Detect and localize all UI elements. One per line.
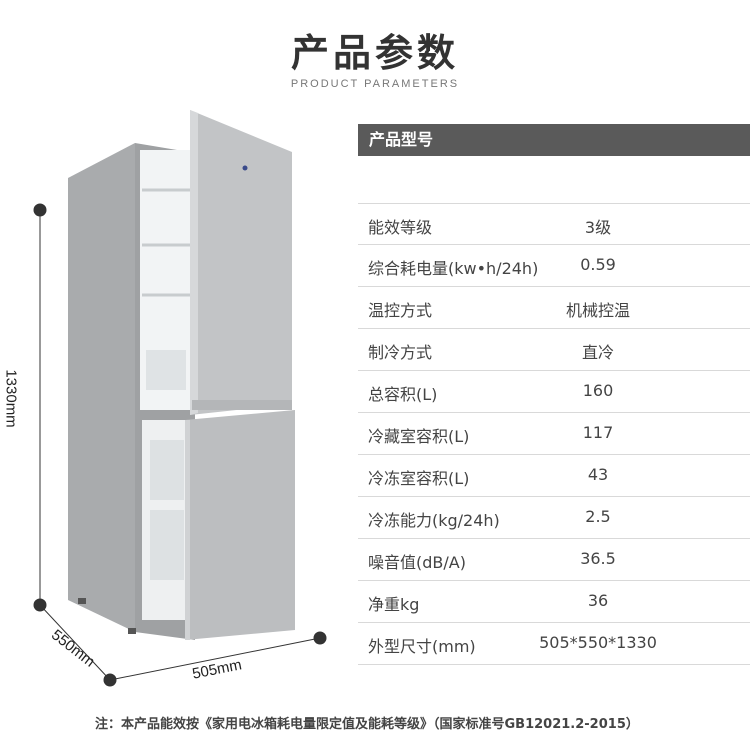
spec-value: 36.5 bbox=[580, 549, 616, 568]
spec-table-header: 产品型号 bbox=[358, 124, 750, 156]
spec-label: 能效等级 bbox=[368, 218, 433, 237]
spec-value: 机械控温 bbox=[565, 301, 630, 320]
spec-value: 505*550*1330 bbox=[539, 633, 657, 652]
spec-label: 冷冻室容积(L) bbox=[368, 469, 470, 488]
spec-label: 外型尺寸(mm) bbox=[368, 637, 476, 656]
table-row: 综合耗电量(kw•h/24h) 0.59 bbox=[358, 245, 750, 287]
table-row: 冷冻能力(kg/24h) 2.5 bbox=[358, 497, 750, 539]
spec-label: 制冷方式 bbox=[368, 343, 433, 362]
spec-value: 3级 bbox=[584, 218, 612, 237]
spec-table: 能效等级 3级 综合耗电量(kw•h/24h) 0.59 温控方式 机械控温 制… bbox=[358, 203, 750, 665]
spec-value: 直冷 bbox=[581, 343, 614, 362]
spec-value: 160 bbox=[582, 381, 614, 400]
spec-label: 温控方式 bbox=[368, 301, 433, 320]
spec-value: 2.5 bbox=[585, 507, 611, 526]
page-title: 产品参数 bbox=[290, 31, 459, 75]
table-row: 能效等级 3级 bbox=[358, 203, 750, 245]
fridge-illustration bbox=[33, 110, 327, 687]
spec-label: 净重kg bbox=[368, 595, 420, 614]
spec-label: 冷冻能力(kg/24h) bbox=[368, 511, 500, 530]
table-row: 温控方式 机械控温 bbox=[358, 287, 750, 329]
table-row: 外型尺寸(mm) 505*550*1330 bbox=[358, 623, 750, 665]
spec-label: 冷藏室容积(L) bbox=[368, 427, 470, 446]
height-label: 1330mm bbox=[2, 369, 20, 428]
table-row: 制冷方式 直冷 bbox=[358, 329, 750, 371]
spec-value: 43 bbox=[587, 465, 609, 484]
spec-label: 噪音值(dB/A) bbox=[368, 553, 466, 572]
table-row: 冷藏室容积(L) 117 bbox=[358, 413, 750, 455]
footnote: 注：本产品能效按《家用电冰箱耗电量限定值及能耗等级》（国家标准号GB12021.… bbox=[95, 717, 639, 732]
dimension-lines bbox=[33, 203, 327, 687]
table-row: 总容积(L) 160 bbox=[358, 371, 750, 413]
table-row: 冷冻室容积(L) 43 bbox=[358, 455, 750, 497]
spec-label: 总容积(L) bbox=[368, 385, 438, 404]
table-row: 噪音值(dB/A) 36.5 bbox=[358, 539, 750, 581]
spec-label: 综合耗电量(kw•h/24h) bbox=[368, 259, 539, 278]
fridge-body bbox=[68, 110, 295, 640]
spec-value: 36 bbox=[587, 591, 609, 610]
page-subtitle: PRODUCT PARAMETERS bbox=[290, 78, 460, 90]
spec-value: 0.59 bbox=[580, 255, 616, 274]
spec-value: 117 bbox=[582, 423, 614, 442]
table-row: 净重kg 36 bbox=[358, 581, 750, 623]
